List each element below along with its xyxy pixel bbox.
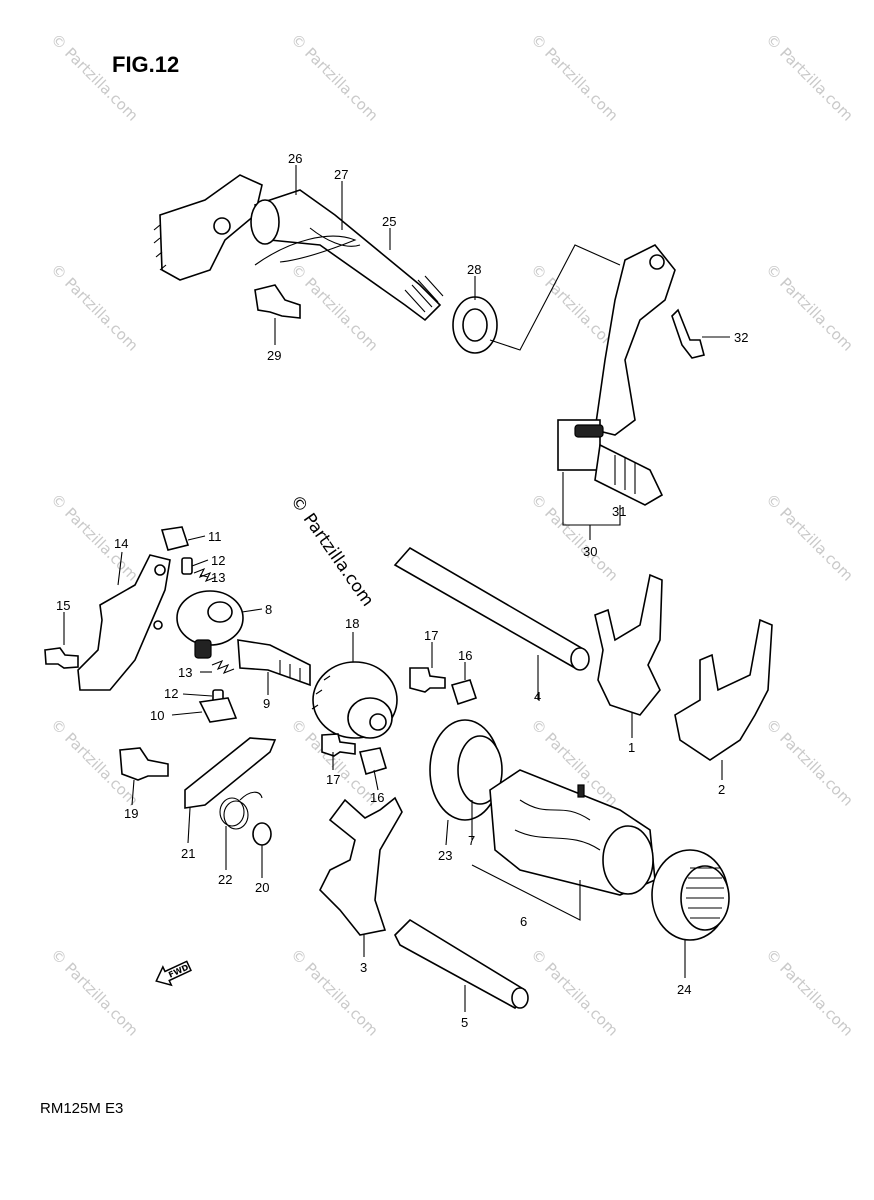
callout-8: 8 [265,602,272,617]
callout-4: 4 [534,689,541,704]
washer [252,822,272,846]
stopper [198,697,238,723]
callout-26: 26 [288,151,302,166]
callout-6: 6 [520,914,527,929]
watermark: © Partzilla.com [762,715,857,810]
callout-5: 5 [461,1015,468,1030]
fwd-indicator: FWD [155,960,192,987]
lever-peg [594,443,664,506]
callout-9: 9 [263,696,270,711]
stud-bolt [254,284,301,319]
shift-fork-3 [319,796,403,936]
callout-3: 3 [360,960,367,975]
pawl [160,526,190,551]
callout-12b: 12 [164,686,178,701]
callout-19: 19 [124,806,138,821]
fwd-label: FWD [167,963,190,980]
fork-shaft-lower [394,918,527,1010]
shaft-body [253,189,442,322]
callout-18: 18 [345,616,359,631]
callout-17b: 17 [326,772,340,787]
watermark: © Partzilla.com [47,945,142,1040]
callout-21: 21 [181,846,195,861]
callout-24: 24 [677,982,691,997]
callout-13a: 13 [211,570,225,585]
watermark: © Partzilla.com [762,945,857,1040]
shift-lever [594,243,676,436]
shift-lever-group [557,243,730,540]
watermark: © Partzilla.com [762,30,857,125]
callout-13b: 13 [178,665,192,680]
watermark: © Partzilla.com [762,260,857,355]
callout-12a: 12 [211,553,225,568]
watermark: © Partzilla.com [47,260,142,355]
callout-25: 25 [382,214,396,229]
callout-20: 20 [255,880,269,895]
shaft-collar [250,199,280,245]
callout-23: 23 [438,848,452,863]
model-code: RM125M E3 [40,1100,123,1117]
watermark: © Partzilla.com [762,490,857,585]
watermark: © Partzilla.com [527,30,622,125]
callout-10: 10 [150,708,164,723]
callout-17a: 17 [424,628,438,643]
callout-27: 27 [334,167,348,182]
callout-32: 32 [734,330,748,345]
callout-29: 29 [267,348,281,363]
leader-lines [63,165,723,1012]
return-spring [254,227,361,266]
figure-title: FIG.12 [112,52,179,77]
shift-fork-2 [674,618,773,761]
callout-11: 11 [208,529,222,544]
callout-1: 1 [628,740,635,755]
center-watermark: © Partzilla.com [286,491,378,610]
callout-15: 15 [56,598,70,613]
cam-bolt [237,639,311,687]
lever-bolt [671,308,705,359]
callout-16a: 16 [458,648,472,663]
callout-31: 31 [612,504,626,519]
watermark: © Partzilla.com [287,30,382,125]
gearshift-shaft-group [153,174,621,354]
callout-7: 7 [468,833,475,848]
watermark: © Partzilla.com [287,945,382,1040]
shift-arm [184,737,277,809]
watermark: © Partzilla.com [47,30,142,125]
fork-shaft-upper [393,546,587,670]
callout-14: 14 [114,536,128,551]
watermark: © Partzilla.com [527,490,622,585]
shift-fork-1 [594,573,663,716]
shaft-arm-plate [159,174,263,281]
watermark: © Partzilla.com [527,945,622,1040]
arm-pin [213,217,231,235]
plate-bolt [44,647,79,669]
arm-bolt [119,747,169,781]
callout-2: 2 [718,782,725,797]
callout-30: 30 [583,544,597,559]
callout-22: 22 [218,872,232,887]
callout-28: 28 [467,262,481,277]
stopper-plate [77,554,171,691]
callout-16b: 16 [370,790,384,805]
callouts: 26 27 25 28 29 32 31 30 11 12 13 8 14 15… [56,151,748,1030]
